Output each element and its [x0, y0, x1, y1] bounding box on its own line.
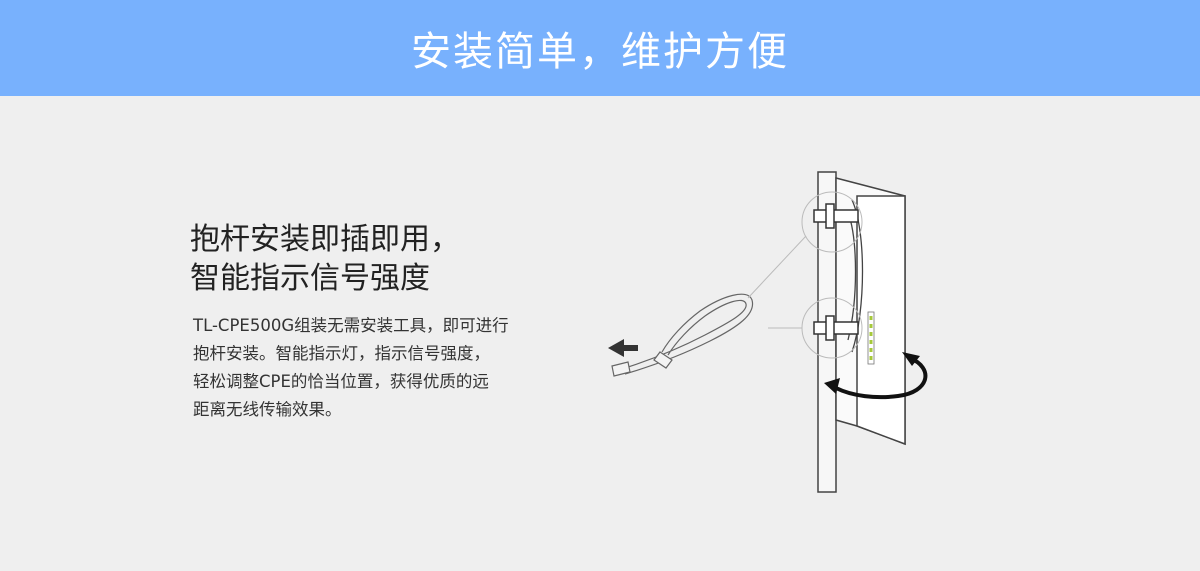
description-line: TL-CPE500G组装无需安装工具，即可进行	[193, 316, 509, 335]
description-line: 抱杆安装。智能指示灯，指示信号强度，	[193, 344, 490, 363]
installation-illustration	[608, 171, 928, 493]
feature-headline: 抱杆安装即插即用， 智能指示信号强度	[190, 220, 460, 298]
feature-description: TL-CPE500G组装无需安装工具，即可进行 抱杆安装。智能指示灯，指示信号强…	[193, 312, 553, 424]
description-line: 距离无线传输效果。	[193, 400, 342, 419]
clamp-top	[813, 203, 859, 229]
arrow-left-icon	[608, 339, 638, 357]
headline-line: 智能指示信号强度	[190, 261, 430, 296]
description-line: 轻松调整CPE的恰当位置，获得优质的远	[193, 372, 489, 391]
headline-line: 抱杆安装即插即用，	[190, 222, 460, 257]
rotate-arrow-icon	[824, 352, 928, 400]
clamp-bottom	[813, 315, 859, 341]
cpe-device-icon	[835, 177, 906, 446]
cable-tie-icon	[611, 293, 754, 377]
header-banner: 安装简单，维护方便	[0, 0, 1200, 96]
banner-title: 安装简单，维护方便	[411, 29, 789, 75]
